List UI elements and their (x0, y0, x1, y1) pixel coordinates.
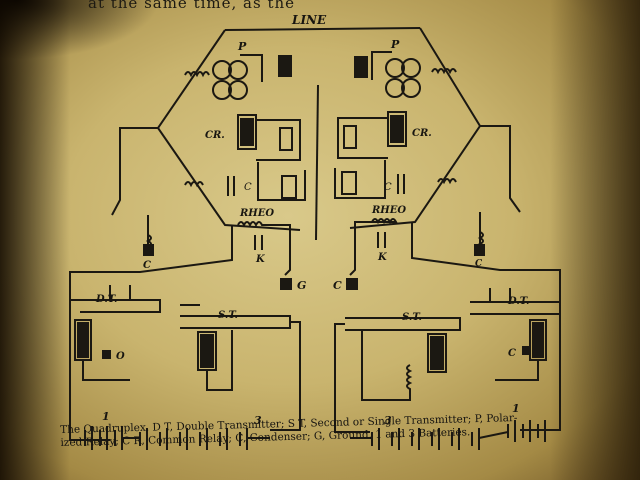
dt-right-label: D.T. (507, 296, 529, 307)
battery-1-right (507, 420, 546, 442)
battery-1-right-label: 1 (512, 402, 520, 415)
cut-off-text-line: at the same time, as the (88, 0, 296, 12)
c-box-left-label: C (143, 260, 151, 271)
common-relay-left-label: CR. (205, 130, 225, 141)
right-diamond (349, 27, 482, 229)
center-divider (315, 84, 319, 241)
k-left-label: K (255, 254, 266, 265)
dt-left-lever (70, 299, 161, 313)
condenser-right-label: C (384, 182, 392, 193)
ground-left-label: G (297, 279, 306, 292)
ground-right-label: C (333, 279, 342, 292)
page-shadow-left (0, 0, 70, 480)
condenser-left-label: C (244, 182, 252, 193)
battery-3-left-label: 3 (254, 414, 262, 427)
ground-box-left (280, 278, 292, 290)
rheo-right-label: RHEO (371, 205, 406, 216)
page-shadow-top (0, 0, 160, 60)
o-box-left (102, 350, 111, 359)
polar-relay-left-label: P (237, 40, 247, 53)
c-box-lower-right (522, 346, 531, 355)
line-wire-top (224, 27, 421, 31)
dt-left-label: D.T. (95, 294, 117, 305)
polar-relay-right-label: P (390, 38, 400, 51)
page-shadow-right (550, 0, 640, 480)
c-lower-right-label: C (508, 348, 516, 359)
battery-1-left (84, 426, 123, 450)
battery-3-right-label: 3 (384, 414, 392, 427)
st-left-label: S.T. (218, 310, 238, 321)
common-relay-right-label: CR. (412, 128, 432, 139)
battery-1-left-label: 1 (102, 410, 110, 423)
c-box-right (474, 244, 485, 256)
ground-box-right (346, 278, 358, 290)
st-right-lever (345, 317, 461, 331)
left-diamond (156, 29, 301, 231)
c-box-left (143, 244, 154, 256)
dt-right-lever (470, 301, 561, 315)
st-right-label: S.T. (402, 312, 422, 323)
k-right-label: K (377, 252, 388, 263)
rheo-left-label: RHEO (239, 208, 274, 219)
c-box-right-label: C (475, 259, 483, 269)
o-left-label: O (116, 351, 125, 362)
line-label: LINE (291, 13, 327, 27)
